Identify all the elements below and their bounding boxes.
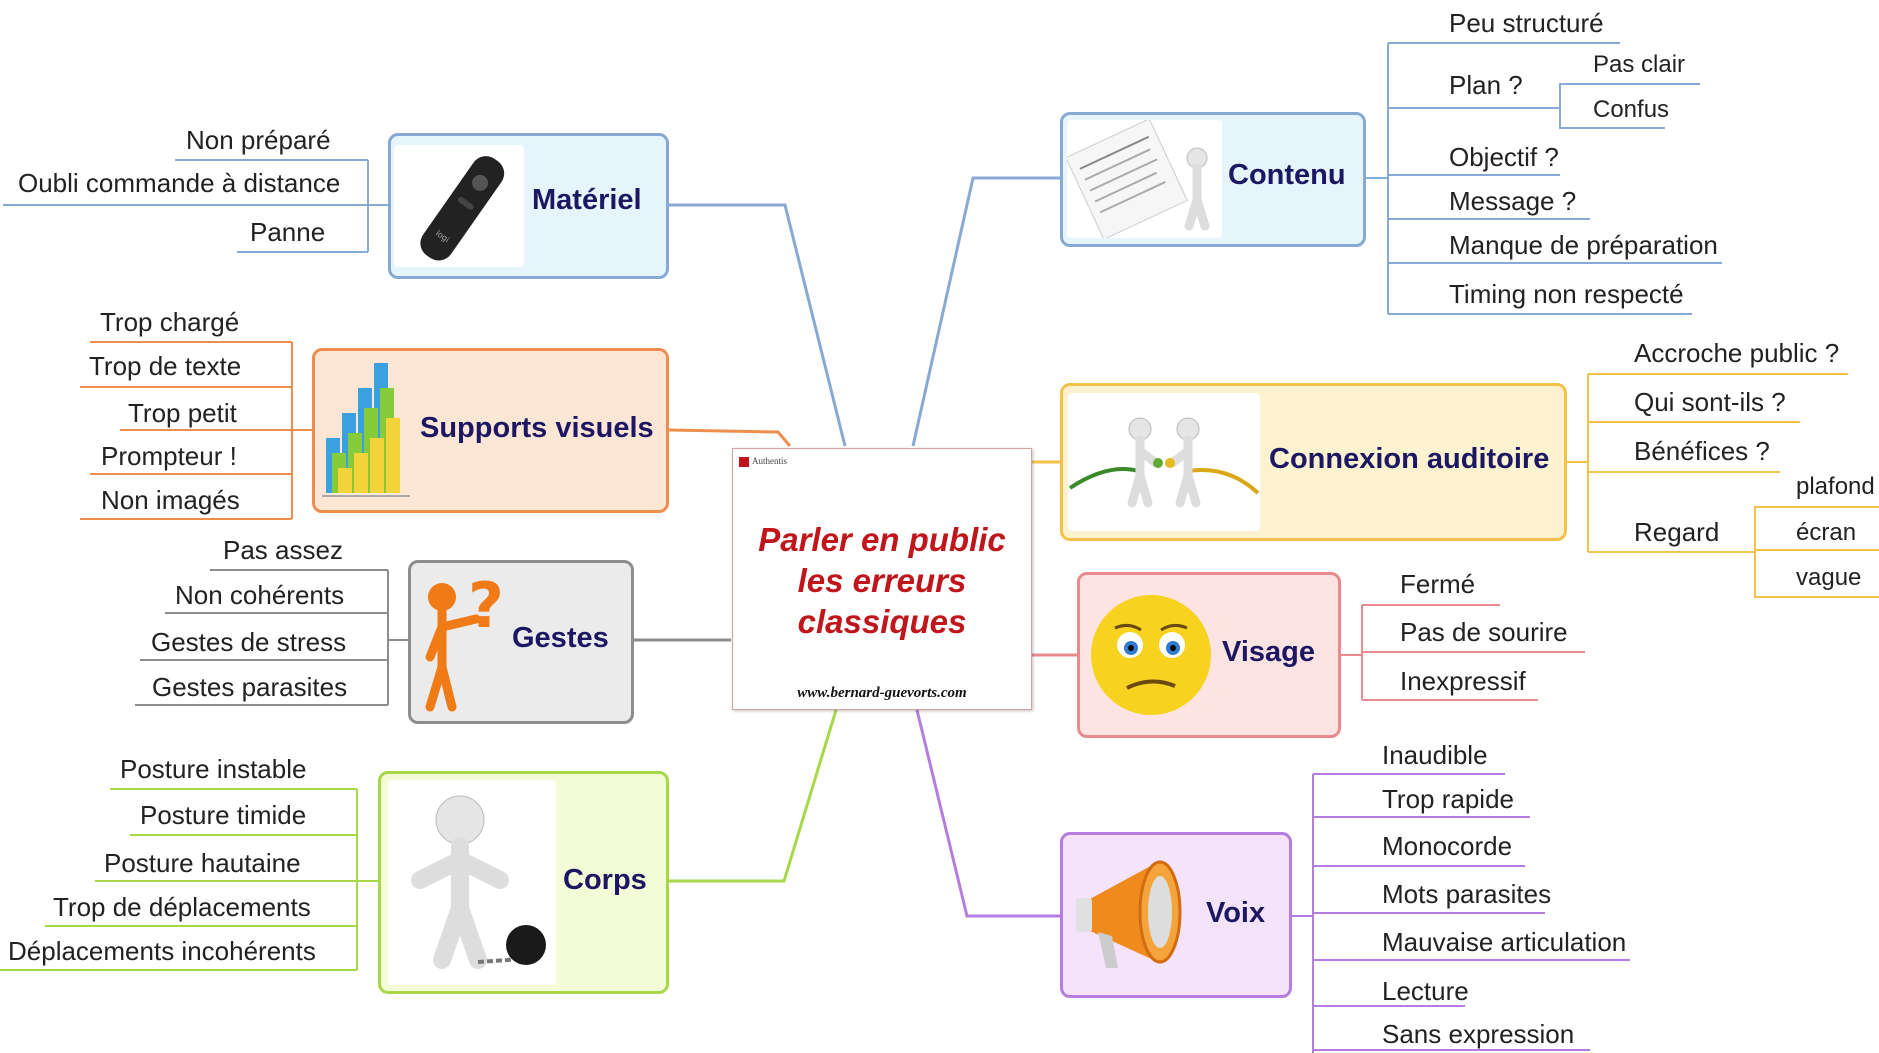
leaf-voix-inaudible: Inaudible: [1382, 740, 1488, 770]
leaf-contenu-peu-structure: Peu structuré: [1449, 8, 1604, 38]
leaf-materiel-panne: Panne: [250, 217, 326, 247]
branch-title-connexion-auditoire: Connexion auditoire: [1269, 443, 1550, 475]
worried-face-icon: [1085, 580, 1217, 730]
leaf-supports-prompteur: Prompteur !: [101, 441, 237, 471]
branch-title-materiel: Matériel: [532, 184, 642, 216]
leaf-corps-trop-de-deplacements: Trop de déplacements: [53, 892, 311, 922]
central-title: Parler en public les erreurs classiques: [733, 519, 1031, 642]
leaf-supports-non-images: Non imagés: [101, 485, 240, 515]
branch-title-voix: Voix: [1206, 897, 1266, 929]
leaf-corps-posture-instable: Posture instable: [120, 754, 307, 784]
leaf-visage-ferme: Fermé: [1400, 569, 1476, 599]
leaf-connexion-accroche-public: Accroche public ?: [1634, 338, 1840, 368]
central-title-line-1: Parler en public: [758, 521, 1006, 558]
leaves-supports-lines: [80, 341, 312, 520]
leaf-contenu-plan: Plan ?: [1449, 70, 1523, 100]
leaves-voix-lines: [1292, 773, 1630, 1053]
branch-title-gestes: Gestes: [512, 622, 609, 654]
svg-text:?: ?: [468, 569, 504, 642]
connector-voix: [915, 709, 1060, 918]
leaves-visage-lines: [1341, 604, 1585, 701]
connector-materiel: [669, 203, 847, 447]
question-person-icon: ?: [416, 567, 506, 717]
leaf-contenu-objectif: Objectif ?: [1449, 142, 1559, 172]
branch-title-contenu: Contenu: [1228, 159, 1346, 191]
leaf-voix-mots-parasites: Mots parasites: [1382, 879, 1552, 909]
leaf-voix-mauvaise-articulation: Mauvaise articulation: [1382, 927, 1627, 957]
connector-contenu: [911, 176, 1060, 447]
leaf-materiel-oubli-commande: Oubli commande à distance: [18, 168, 341, 198]
leaf-gestes-gestes-parasites: Gestes parasites: [152, 672, 348, 702]
connector-supports: [668, 428, 792, 447]
central-title-line-2: les erreurs: [797, 562, 967, 599]
leaf-supports-trop-de-texte: Trop de texte: [89, 351, 242, 381]
leaf-corps-posture-timide: Posture timide: [140, 800, 307, 830]
leaf-visage-pas-de-sourire: Pas de sourire: [1400, 617, 1568, 647]
leaves-contenu-lines: [1366, 42, 1722, 315]
leaf-connexion-regard: Regard: [1634, 517, 1720, 547]
branch-title-supports-visuels: Supports visuels: [420, 412, 654, 444]
branch-title-visage: Visage: [1222, 636, 1315, 668]
leaf-contenu-message: Message ?: [1449, 186, 1577, 216]
leaf-connexion-benefices: Bénéfices ?: [1634, 436, 1770, 466]
person-ball-chain-icon: [388, 780, 556, 985]
leaf-contenu-manque-preparation: Manque de préparation: [1449, 230, 1718, 260]
leaf-connexion-regard-vague: vague: [1796, 564, 1862, 591]
leaf-connexion-regard-plafond: plafond: [1796, 473, 1875, 500]
leaf-contenu-plan-pas-clair: Pas clair: [1593, 51, 1686, 78]
leaf-materiel-non-prepare: Non préparé: [186, 125, 331, 155]
leaf-corps-deplacements-incoherents: Déplacements incohérents: [8, 936, 316, 966]
leaf-supports-trop-petit: Trop petit: [128, 398, 237, 428]
logo-text: Authentis: [752, 456, 787, 466]
leaves-gestes-lines: [135, 569, 408, 706]
leaf-supports-trop-charge: Trop chargé: [100, 307, 240, 337]
leaf-corps-posture-hautaine: Posture hautaine: [104, 848, 301, 878]
connector-corps: [669, 709, 838, 883]
leaf-connexion-regard-ecran: écran: [1796, 519, 1857, 546]
leaf-contenu-plan-confus: Confus: [1593, 96, 1670, 123]
leaf-visage-inexpressif: Inexpressif: [1400, 666, 1526, 696]
megaphone-icon: [1068, 840, 1198, 990]
remote-control-icon: logi: [394, 145, 524, 267]
bar-chart-icon: [318, 358, 418, 503]
authentis-logo: Authentis: [739, 456, 787, 467]
leaf-connexion-qui-sont-ils: Qui sont-ils ?: [1634, 387, 1786, 417]
leaves-connexion-lines: [1567, 373, 1879, 598]
document-person-icon: [1065, 118, 1222, 240]
leaf-gestes-non-coherents: Non cohérents: [175, 580, 345, 610]
leaves-corps-lines: [0, 788, 378, 971]
leaf-voix-monocorde: Monocorde: [1382, 831, 1513, 861]
branch-title-corps: Corps: [563, 864, 647, 896]
leaf-gestes-gestes-de-stress: Gestes de stress: [151, 627, 347, 657]
leaf-gestes-pas-assez: Pas assez: [223, 535, 343, 565]
people-cable-icon: [1068, 393, 1260, 531]
leaf-voix-trop-rapide: Trop rapide: [1382, 784, 1514, 814]
leaf-contenu-timing: Timing non respecté: [1449, 279, 1684, 309]
central-topic: Authentis Parler en public les erreurs c…: [732, 448, 1032, 710]
website-url: www.bernard-guevorts.com: [797, 685, 967, 701]
leaf-voix-sans-expression: Sans expression: [1382, 1019, 1575, 1049]
central-title-line-3: classiques: [797, 603, 967, 640]
leaves-materiel-lines: [3, 159, 388, 253]
leaf-voix-lecture: Lecture: [1382, 976, 1469, 1006]
